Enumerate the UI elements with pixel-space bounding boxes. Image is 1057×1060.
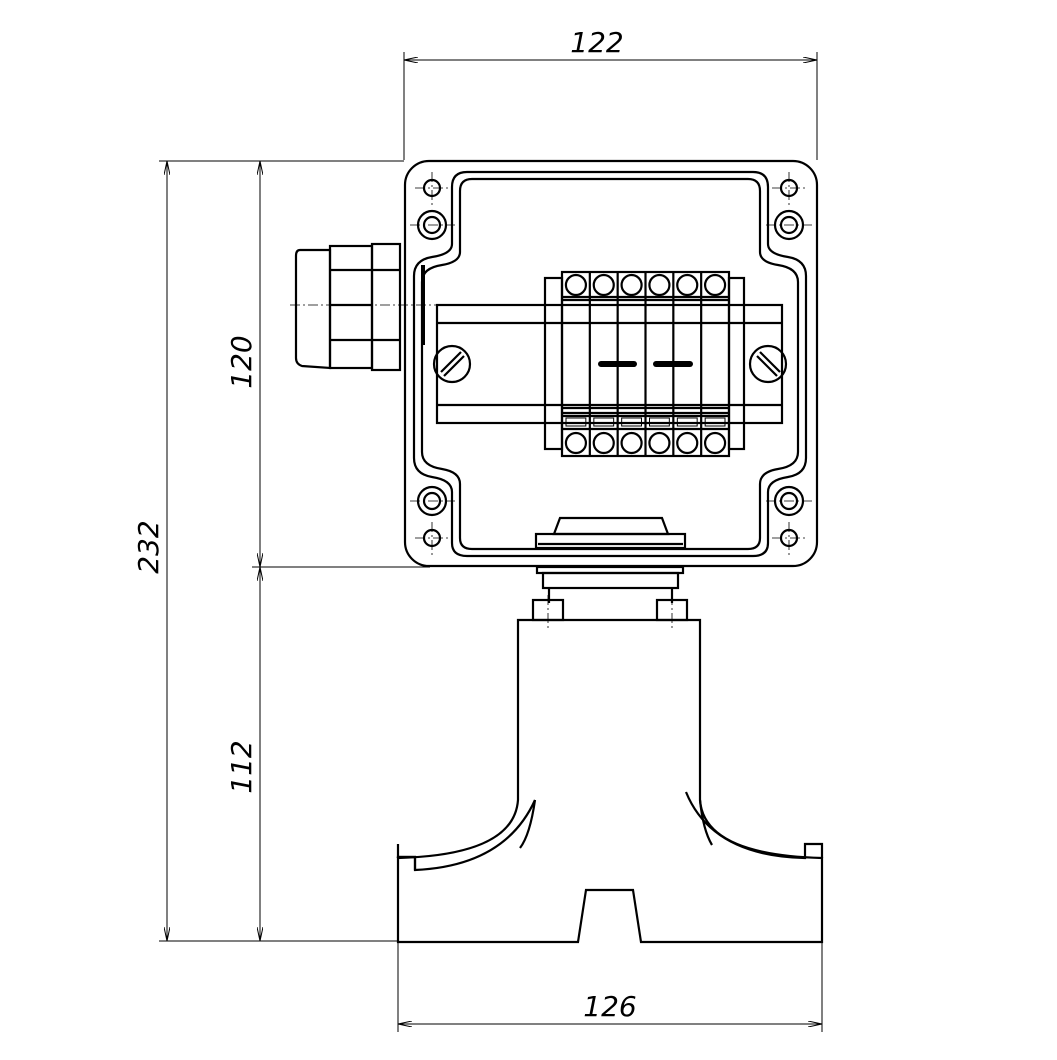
terminal-screw-icon xyxy=(648,273,671,297)
hole-icon xyxy=(410,485,455,517)
terminal-screw-icon xyxy=(592,273,615,297)
terminal xyxy=(700,272,727,456)
terminal-screw-icon xyxy=(564,431,588,455)
din-rail xyxy=(432,303,788,425)
cable-gland-side xyxy=(290,242,440,372)
terminal-screw-icon xyxy=(620,431,643,455)
terminal-screw-icon xyxy=(592,431,615,455)
hole-icon xyxy=(766,209,812,241)
terminal-screw-icon xyxy=(564,273,588,297)
terminal-screw-icon xyxy=(703,431,727,455)
terminal-block xyxy=(543,270,746,458)
terminal-screw-icon xyxy=(703,273,727,297)
terminal-screw-icon xyxy=(648,431,671,455)
terminal xyxy=(588,272,615,456)
dimension-stand-height: 112 xyxy=(225,567,260,941)
hole-icon xyxy=(772,522,806,555)
dimension-label-stand-height: 112 xyxy=(225,740,258,793)
mounting-stand xyxy=(396,618,824,944)
dimension-label-box-height: 120 xyxy=(225,335,258,388)
dimension-label-width-top: 122 xyxy=(570,26,623,59)
hole-icon xyxy=(766,485,812,517)
hole-icon xyxy=(415,522,450,555)
hole-icon xyxy=(410,209,455,241)
dimension-width-top: 122 xyxy=(403,26,818,160)
screw-icon xyxy=(432,344,472,384)
hole-icon xyxy=(772,172,806,205)
terminal xyxy=(564,273,588,455)
dimension-box-height: 120 xyxy=(225,161,430,568)
mounting-holes xyxy=(410,172,812,555)
dimension-label-total-height: 232 xyxy=(132,520,165,573)
terminal-screw-icon xyxy=(676,273,699,297)
cable-gland-bottom xyxy=(531,516,689,628)
terminal-screw-icon xyxy=(676,431,699,455)
screw-icon xyxy=(748,344,788,384)
hole-icon xyxy=(415,172,450,205)
dimension-label-width-base: 126 xyxy=(583,990,636,1023)
terminal-screw-icon xyxy=(620,273,643,297)
dimension-width-base: 126 xyxy=(397,941,823,1032)
dimension-total-height: 232 xyxy=(132,160,404,942)
terminal xyxy=(644,272,671,456)
